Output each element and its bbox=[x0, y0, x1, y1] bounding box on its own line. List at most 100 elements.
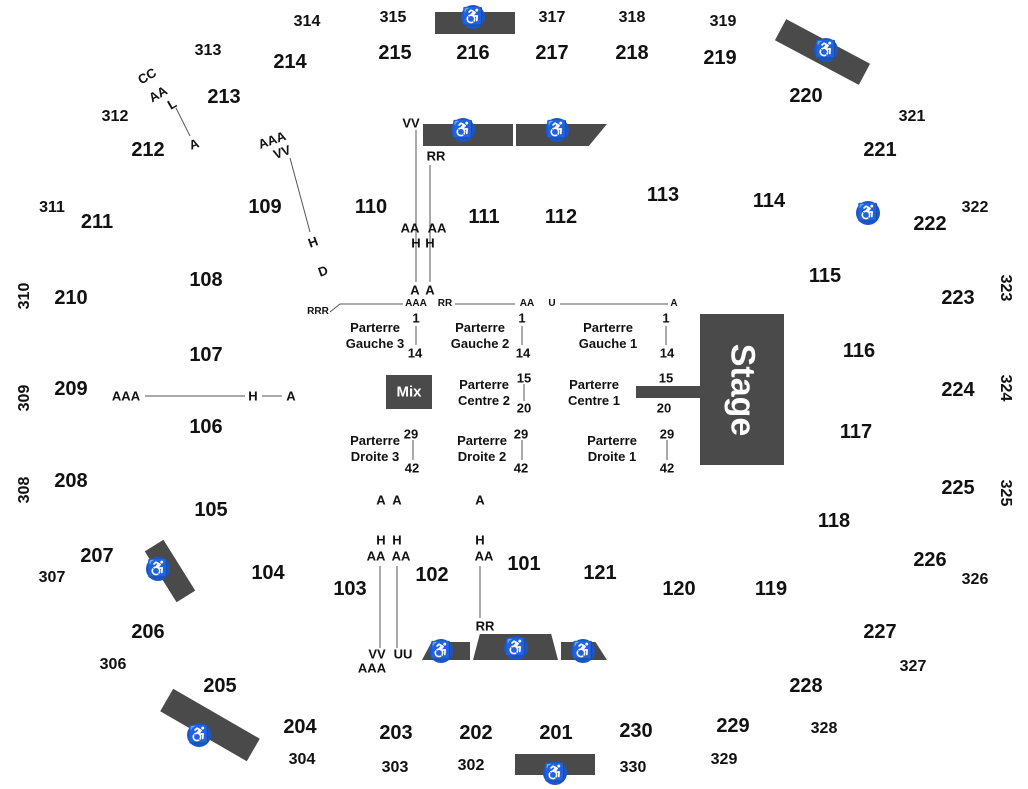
section-label[interactable]: 224 bbox=[941, 379, 975, 401]
section-label[interactable]: 319 bbox=[709, 13, 737, 30]
section-label[interactable]: 307 bbox=[38, 569, 66, 586]
section-label[interactable]: 326 bbox=[961, 571, 989, 588]
section-label[interactable]: 318 bbox=[618, 9, 646, 26]
section-label[interactable]: 121 bbox=[583, 562, 617, 584]
section-label[interactable]: 213 bbox=[207, 86, 241, 108]
section-label[interactable]: 107 bbox=[189, 344, 223, 366]
section-label[interactable]: 308 bbox=[16, 476, 33, 504]
section-label[interactable]: 315 bbox=[379, 9, 407, 26]
mix-position[interactable] bbox=[386, 375, 432, 409]
mix-label: Mix bbox=[396, 383, 422, 401]
section-label[interactable]: 212 bbox=[131, 139, 165, 161]
section-label[interactable]: 228 bbox=[789, 675, 823, 697]
section-label[interactable]: 312 bbox=[101, 108, 129, 125]
section-label[interactable]: 101 bbox=[507, 553, 541, 575]
wheelchair-accessible-icon: ♿ bbox=[461, 5, 485, 29]
section-label[interactable]: 120 bbox=[662, 578, 696, 600]
section-label[interactable]: 329 bbox=[710, 751, 738, 768]
parterre-section-label[interactable]: Parterre Gauche 3 bbox=[345, 320, 405, 351]
section-label[interactable]: 113 bbox=[646, 184, 680, 206]
parterre-section-label[interactable]: Parterre Centre 2 bbox=[457, 377, 511, 408]
row-marker: RR bbox=[426, 148, 446, 164]
section-label[interactable]: 322 bbox=[961, 199, 989, 216]
row-marker: 1 bbox=[412, 310, 420, 326]
section-label[interactable]: 105 bbox=[194, 499, 228, 521]
section-label[interactable]: 219 bbox=[703, 47, 737, 69]
section-label[interactable]: 227 bbox=[863, 621, 897, 643]
row-marker: H bbox=[425, 235, 435, 251]
section-label[interactable]: 117 bbox=[839, 421, 873, 443]
section-label[interactable]: 317 bbox=[538, 9, 566, 26]
section-label[interactable]: 207 bbox=[80, 545, 114, 567]
section-label[interactable]: 209 bbox=[54, 378, 88, 400]
section-label[interactable]: 323 bbox=[997, 274, 1014, 302]
section-label[interactable]: 202 bbox=[459, 722, 493, 744]
section-label[interactable]: 303 bbox=[381, 759, 409, 776]
section-label[interactable]: 203 bbox=[379, 722, 413, 744]
section-label[interactable]: 330 bbox=[619, 759, 647, 776]
section-label[interactable]: 211 bbox=[80, 211, 114, 233]
section-label[interactable]: 208 bbox=[54, 470, 88, 492]
section-label[interactable]: 221 bbox=[863, 139, 897, 161]
section-label[interactable]: 112 bbox=[544, 206, 578, 228]
section-label[interactable]: 324 bbox=[997, 374, 1014, 402]
section-label[interactable]: 111 bbox=[468, 206, 500, 228]
row-marker: A bbox=[392, 492, 402, 508]
section-label[interactable]: 311 bbox=[39, 199, 65, 216]
row-marker: RR bbox=[475, 618, 495, 634]
section-label[interactable]: 310 bbox=[16, 282, 33, 310]
section-label[interactable]: 223 bbox=[941, 287, 975, 309]
section-label[interactable]: 114 bbox=[752, 190, 786, 212]
section-label[interactable]: 102 bbox=[415, 564, 449, 586]
section-label[interactable]: 218 bbox=[615, 42, 649, 64]
section-label[interactable]: 222 bbox=[913, 213, 947, 235]
section-label[interactable]: 226 bbox=[913, 549, 947, 571]
section-label[interactable]: 104 bbox=[251, 562, 285, 584]
section-label[interactable]: 230 bbox=[619, 720, 653, 742]
section-label[interactable]: 321 bbox=[898, 108, 926, 125]
row-marker: AA bbox=[366, 548, 386, 564]
section-label[interactable]: 109 bbox=[248, 196, 282, 218]
wheelchair-accessible-icon: ♿ bbox=[856, 201, 880, 225]
section-label[interactable]: 220 bbox=[789, 85, 823, 107]
section-label[interactable]: 216 bbox=[456, 42, 490, 64]
section-label[interactable]: 214 bbox=[273, 51, 307, 73]
section-label[interactable]: 118 bbox=[817, 510, 851, 532]
section-label[interactable]: 108 bbox=[189, 269, 223, 291]
row-marker: H bbox=[411, 235, 421, 251]
parterre-section-label[interactable]: Parterre Droite 1 bbox=[587, 433, 637, 464]
section-label[interactable]: 309 bbox=[16, 384, 33, 412]
section-label[interactable]: 327 bbox=[899, 658, 927, 675]
parterre-section-label[interactable]: Parterre Droite 2 bbox=[457, 433, 507, 464]
section-label[interactable]: 204 bbox=[283, 716, 317, 738]
section-label[interactable]: 304 bbox=[288, 751, 316, 768]
section-label[interactable]: 116 bbox=[842, 340, 876, 362]
section-label[interactable]: 313 bbox=[194, 42, 222, 59]
section-label[interactable]: 110 bbox=[354, 196, 388, 218]
section-label[interactable]: 314 bbox=[293, 13, 321, 30]
section-label[interactable]: 119 bbox=[754, 578, 788, 600]
section-label[interactable]: 225 bbox=[941, 477, 975, 499]
section-label[interactable]: 106 bbox=[189, 416, 223, 438]
parterre-section-label[interactable]: Parterre Centre 1 bbox=[567, 377, 621, 408]
parterre-section-label[interactable]: Parterre Gauche 2 bbox=[450, 320, 510, 351]
section-label[interactable]: 210 bbox=[54, 287, 88, 309]
row-marker: UU bbox=[393, 646, 413, 662]
section-label[interactable]: 217 bbox=[535, 42, 569, 64]
parterre-section-label[interactable]: Parterre Gauche 1 bbox=[578, 320, 638, 351]
parterre-section-label[interactable]: Parterre Droite 3 bbox=[350, 433, 400, 464]
section-label[interactable]: 325 bbox=[997, 479, 1014, 507]
section-label[interactable]: 205 bbox=[203, 675, 237, 697]
row-marker: A bbox=[475, 492, 485, 508]
section-label[interactable]: 229 bbox=[716, 715, 750, 737]
section-label[interactable]: 115 bbox=[808, 265, 842, 287]
section-label[interactable]: 215 bbox=[378, 42, 412, 64]
section-label[interactable]: 201 bbox=[539, 722, 573, 744]
section-label[interactable]: 328 bbox=[810, 720, 838, 737]
section-label[interactable]: 103 bbox=[333, 578, 367, 600]
section-label[interactable]: 302 bbox=[457, 757, 485, 774]
section-label[interactable]: 306 bbox=[99, 656, 127, 673]
section-label[interactable]: 206 bbox=[131, 621, 165, 643]
row-marker: 15 bbox=[658, 370, 674, 386]
